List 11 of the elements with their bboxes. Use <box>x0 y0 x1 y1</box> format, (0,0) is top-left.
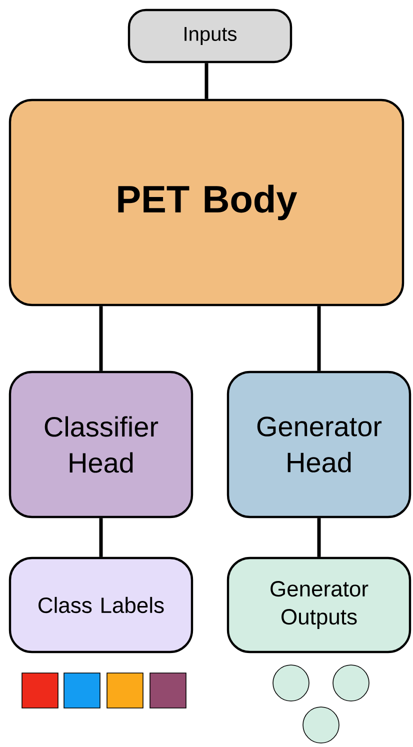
input-box: Inputs <box>128 8 292 64</box>
head-box: Generator Head <box>226 370 412 518</box>
connector-line <box>317 306 321 371</box>
head-box: Classifier Head <box>8 370 194 518</box>
connector-line <box>99 518 103 557</box>
connector-line <box>99 306 103 371</box>
body-box: PET Body <box>8 98 404 306</box>
connector-line <box>317 518 321 557</box>
output-box: Class Labels <box>8 556 194 654</box>
output-box: Generator Outputs <box>226 556 412 654</box>
connector-line <box>204 63 208 99</box>
